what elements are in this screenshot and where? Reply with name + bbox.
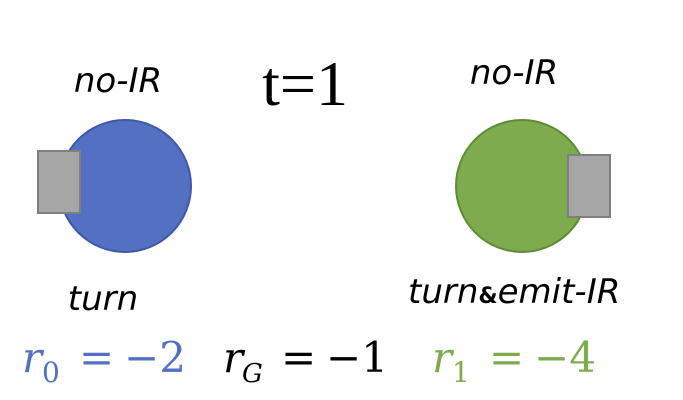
- reward-rG-symbol: r: [223, 333, 246, 382]
- reward-rG-subscript: G: [242, 359, 263, 389]
- robot1-action-label: turn&emit-IR: [408, 272, 620, 312]
- reward-r1-value: −4: [534, 333, 596, 382]
- reward-r1-subscript: 1: [452, 356, 470, 389]
- reward-r1-equals: =: [489, 333, 524, 382]
- robot1-action-main: turn: [408, 272, 478, 312]
- reward-r0-equals: =: [79, 333, 114, 382]
- reward-r0-symbol: r: [22, 333, 45, 382]
- robot1-sensor: [567, 154, 611, 218]
- reward-r0-subscript: 0: [42, 356, 60, 389]
- reward-rG: r G = −1: [223, 333, 388, 389]
- robot1-action-amp: &: [478, 284, 497, 309]
- reward-r0: r 0 = −2: [22, 333, 186, 389]
- reward-rG-value: −1: [326, 333, 388, 382]
- robot1-observation-label: no-IR: [470, 53, 558, 93]
- reward-r1: r 1 = −4: [432, 333, 596, 389]
- time-label: t=1: [262, 48, 348, 119]
- robot0-observation-label: no-IR: [74, 61, 162, 101]
- reward-r0-value: −2: [124, 333, 186, 382]
- reward-r1-symbol: r: [432, 333, 455, 382]
- reward-rG-equals: =: [281, 333, 316, 382]
- robot0-sensor: [37, 150, 81, 214]
- robot0-action-label: turn: [68, 279, 138, 319]
- robot1-action-rest: emit-IR: [498, 272, 621, 312]
